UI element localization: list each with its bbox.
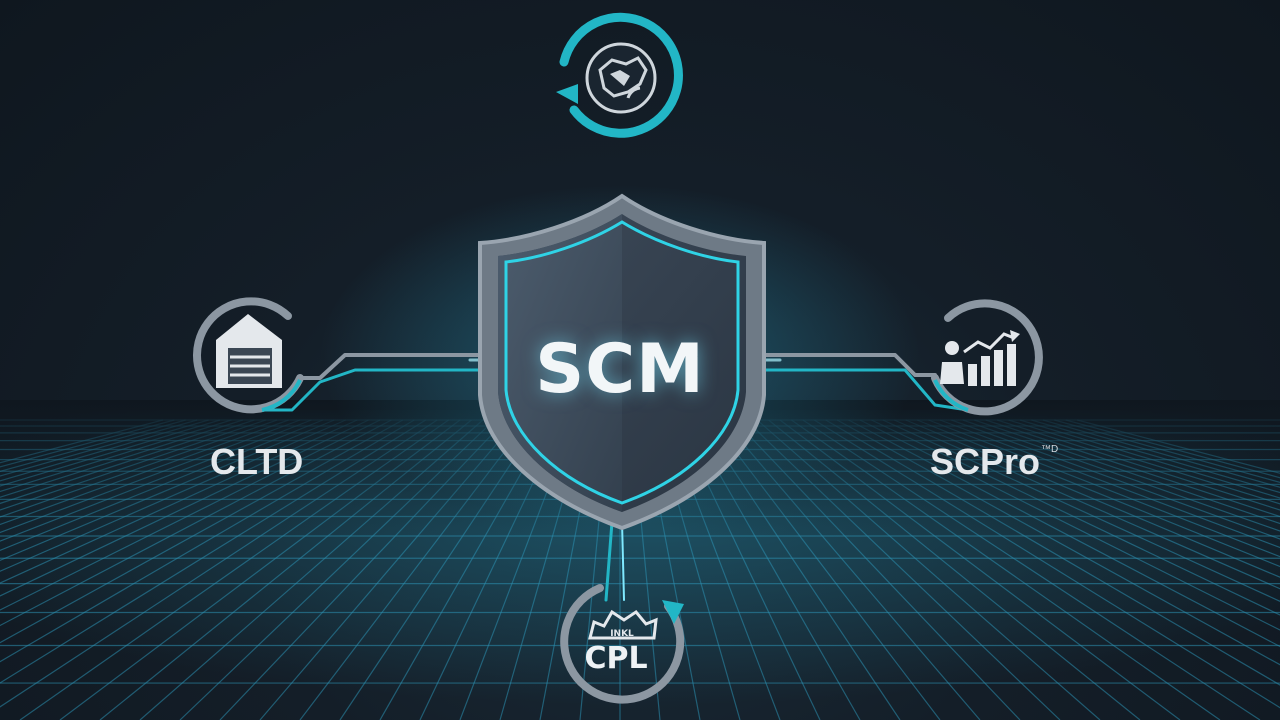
logistics-badge-icon: INKL <box>560 584 685 704</box>
left-node-label: CLTD <box>210 441 304 482</box>
right-node-label-suffix: ™D <box>1041 444 1059 455</box>
warehouse-icon <box>193 297 304 414</box>
right-node-label-text: SCPro <box>930 441 1041 482</box>
global-sync-icon <box>556 12 683 138</box>
analytics-chart-icon <box>931 299 1043 416</box>
center-label: SCM <box>535 330 705 409</box>
right-node-label: SCPro™D <box>930 441 1058 483</box>
bottom-node-label: CPL <box>584 641 648 676</box>
svg-text:INKL: INKL <box>610 629 634 639</box>
